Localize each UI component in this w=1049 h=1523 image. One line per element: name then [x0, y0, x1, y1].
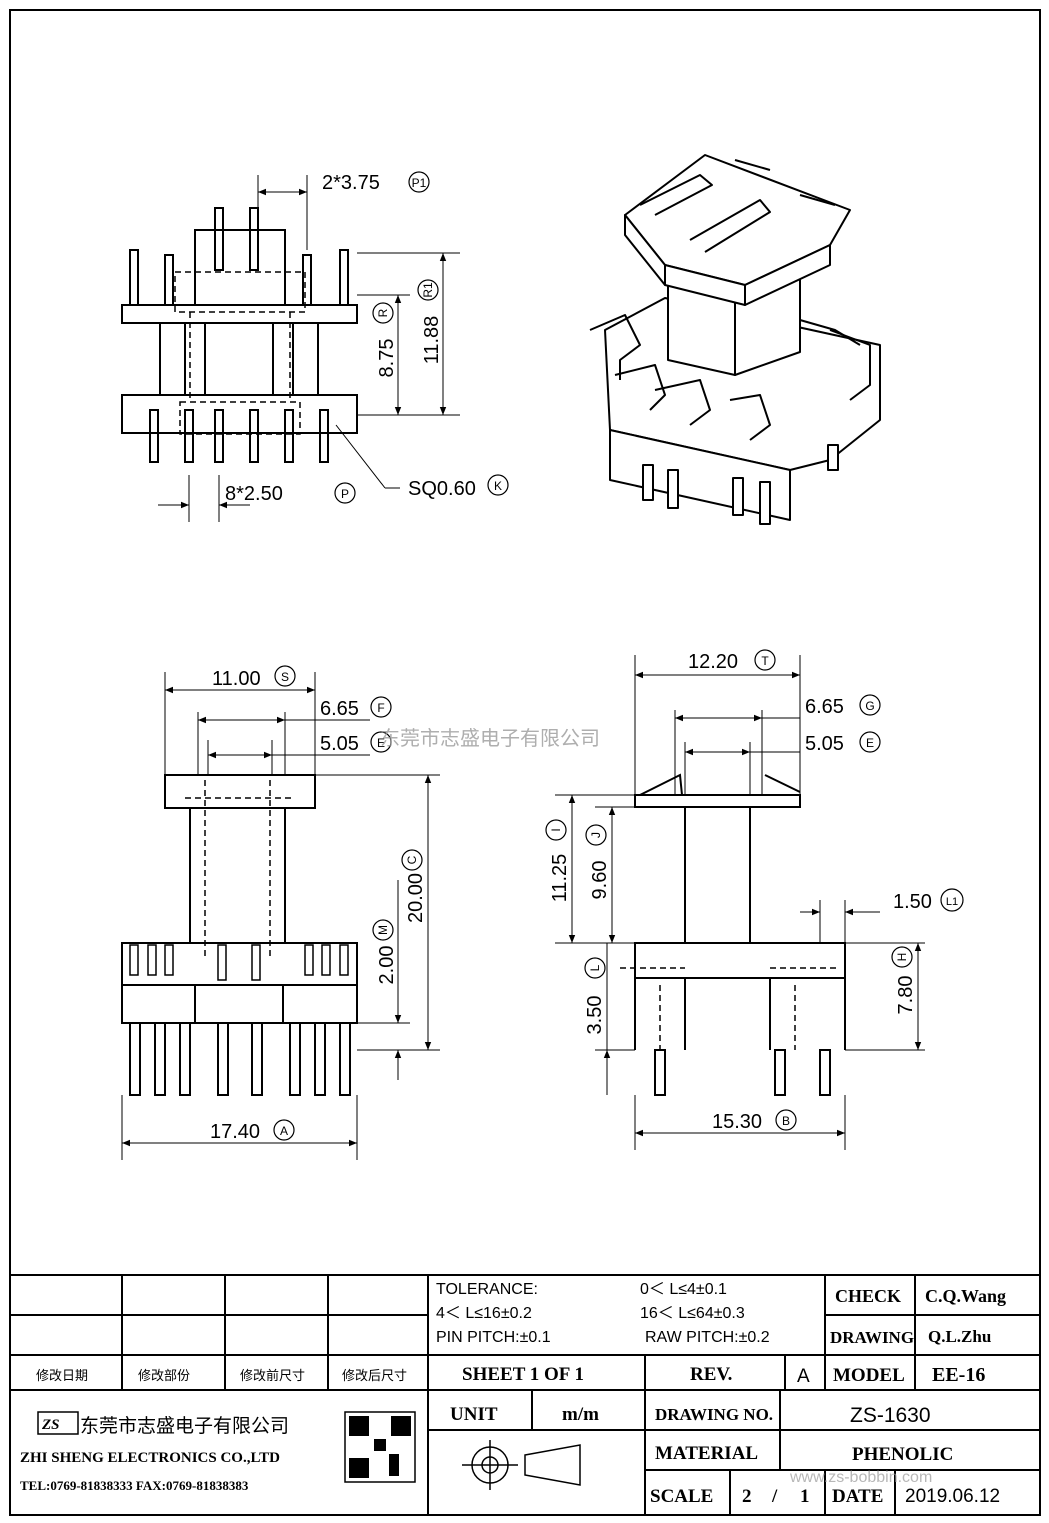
tag-a: A	[280, 1124, 288, 1138]
tag-i: I	[549, 828, 563, 831]
material-label: MATERIAL	[655, 1443, 758, 1464]
rev-header-before: 修改前尺寸	[240, 1368, 305, 1383]
unit-value: m/m	[562, 1404, 599, 1425]
drawing-label: DRAWING	[830, 1328, 914, 1347]
rev-header-after: 修改后尺寸	[342, 1368, 407, 1383]
model-label: MODEL	[833, 1365, 905, 1386]
top-view	[121, 175, 460, 522]
tag-s: S	[281, 670, 289, 684]
tag-t: T	[761, 654, 769, 668]
check-label: CHECK	[835, 1286, 901, 1306]
scale-label: SCALE	[650, 1486, 713, 1507]
tag-h: H	[895, 953, 909, 962]
dim-height-r: 8.75	[376, 339, 398, 378]
tag-c: C	[405, 855, 419, 864]
title-block	[9, 1274, 1041, 1516]
drawing-value: Q.L.Zhu	[928, 1327, 991, 1346]
company-name-en: ZHI SHENG ELECTRONICS CO.,LTD	[20, 1450, 280, 1466]
tag-p1: P1	[412, 176, 427, 190]
date-value: 2019.06.12	[905, 1486, 1000, 1507]
pin-pitch-tolerance: PIN PITCH:±0.1	[436, 1329, 551, 1346]
scale-denominator: 1	[800, 1486, 810, 1507]
tag-f: F	[377, 701, 384, 715]
company-name-cn: 东莞市志盛电子有限公司	[80, 1415, 289, 1437]
dim-height-m: 2.00	[376, 946, 398, 985]
isometric-view	[589, 154, 881, 525]
dim-pitch-top: 2*3.75	[322, 172, 380, 194]
dim-height-c: 20.00	[405, 873, 427, 923]
dim-height-r1: 11.88	[421, 316, 443, 365]
company-contact: TEL:0769-81838333 FAX:0769-81838383	[20, 1478, 249, 1493]
dim-width-s: 11.00	[212, 668, 261, 690]
tolerance-label: TOLERANCE:	[436, 1281, 538, 1298]
tolerance-range-2: 4＜ L≤16±0.2	[436, 1305, 532, 1322]
sheet-number: SHEET 1 OF 1	[462, 1364, 584, 1385]
dim-width-e: 5.05	[320, 733, 359, 755]
tag-e: E	[377, 736, 385, 750]
watermark-url: www.zs-bobbin.com	[789, 1469, 932, 1486]
dim-pitch-bottom: 8*2.50	[225, 483, 283, 505]
scale-separator: /	[771, 1486, 778, 1507]
model-value: EE-16	[932, 1364, 985, 1386]
tag-g: G	[865, 699, 874, 713]
drawing-no-label: DRAWING NO.	[655, 1405, 773, 1424]
dim-width-a: 17.40	[210, 1121, 260, 1143]
tolerance-range-3: 16＜ L≤64±0.3	[640, 1305, 745, 1322]
tag-l: L	[588, 964, 602, 971]
tag-j: J	[589, 832, 603, 838]
side-view-dims: 12.20 T 6.65 G 5.05 E 11.25 I 9.60 J 1.5…	[545, 649, 964, 1133]
rev-header-part: 修改部份	[138, 1368, 190, 1383]
side-view	[555, 655, 925, 1150]
tag-l1: L1	[946, 896, 958, 908]
front-view	[121, 672, 440, 1160]
watermark-company: 东莞市志盛电子有限公司	[380, 727, 600, 750]
tag-k: K	[494, 479, 502, 493]
scale-numerator: 2	[742, 1486, 752, 1507]
date-label: DATE	[832, 1486, 883, 1507]
dim-height-l: 3.50	[584, 996, 606, 1035]
drawing-no-value: ZS-1630	[850, 1404, 931, 1427]
tag-p: P	[341, 487, 349, 501]
dim-width-b: 15.30	[712, 1111, 762, 1133]
unit-label: UNIT	[450, 1404, 498, 1425]
rev-value: A	[797, 1366, 810, 1387]
tag-b: B	[782, 1114, 790, 1128]
dim-width-t: 12.20	[688, 651, 738, 673]
rev-header-date: 修改日期	[36, 1368, 88, 1383]
dim-height-h: 7.80	[895, 976, 917, 1015]
raw-pitch-tolerance: RAW PITCH:±0.2	[645, 1329, 770, 1346]
title-block-text: 修改日期 修改部份 修改前尺寸 修改后尺寸 TOLERANCE: 0＜ L≤4±…	[20, 1281, 1006, 1507]
dim-width-e2: 5.05	[805, 733, 844, 755]
dim-width-l1: 1.50	[893, 891, 932, 913]
tag-r: R	[376, 308, 390, 317]
front-view-dims: 11.00 S 6.65 F 5.05 E 20.00 C 2.00 M 17.…	[210, 665, 427, 1143]
tag-m: M	[376, 925, 390, 935]
material-value: PHENOLIC	[852, 1444, 953, 1465]
tolerance-range-1: 0＜ L≤4±0.1	[640, 1281, 727, 1298]
dim-height-i: 11.25	[549, 854, 571, 903]
tag-r1: R1	[421, 282, 435, 298]
rev-label: REV.	[690, 1364, 732, 1385]
dim-height-j: 9.60	[589, 861, 611, 900]
dim-width-g: 6.65	[805, 696, 844, 718]
dim-pin-size: SQ0.60	[408, 478, 476, 500]
tag-e2: E	[866, 736, 874, 750]
top-view-dims: 2*3.75 P1 11.88 R1 8.75 R 8*2.50 P SQ0.6…	[225, 171, 509, 505]
dim-width-f: 6.65	[320, 698, 359, 720]
check-value: C.Q.Wang	[925, 1286, 1006, 1306]
company-logo: ZS	[41, 1417, 60, 1433]
